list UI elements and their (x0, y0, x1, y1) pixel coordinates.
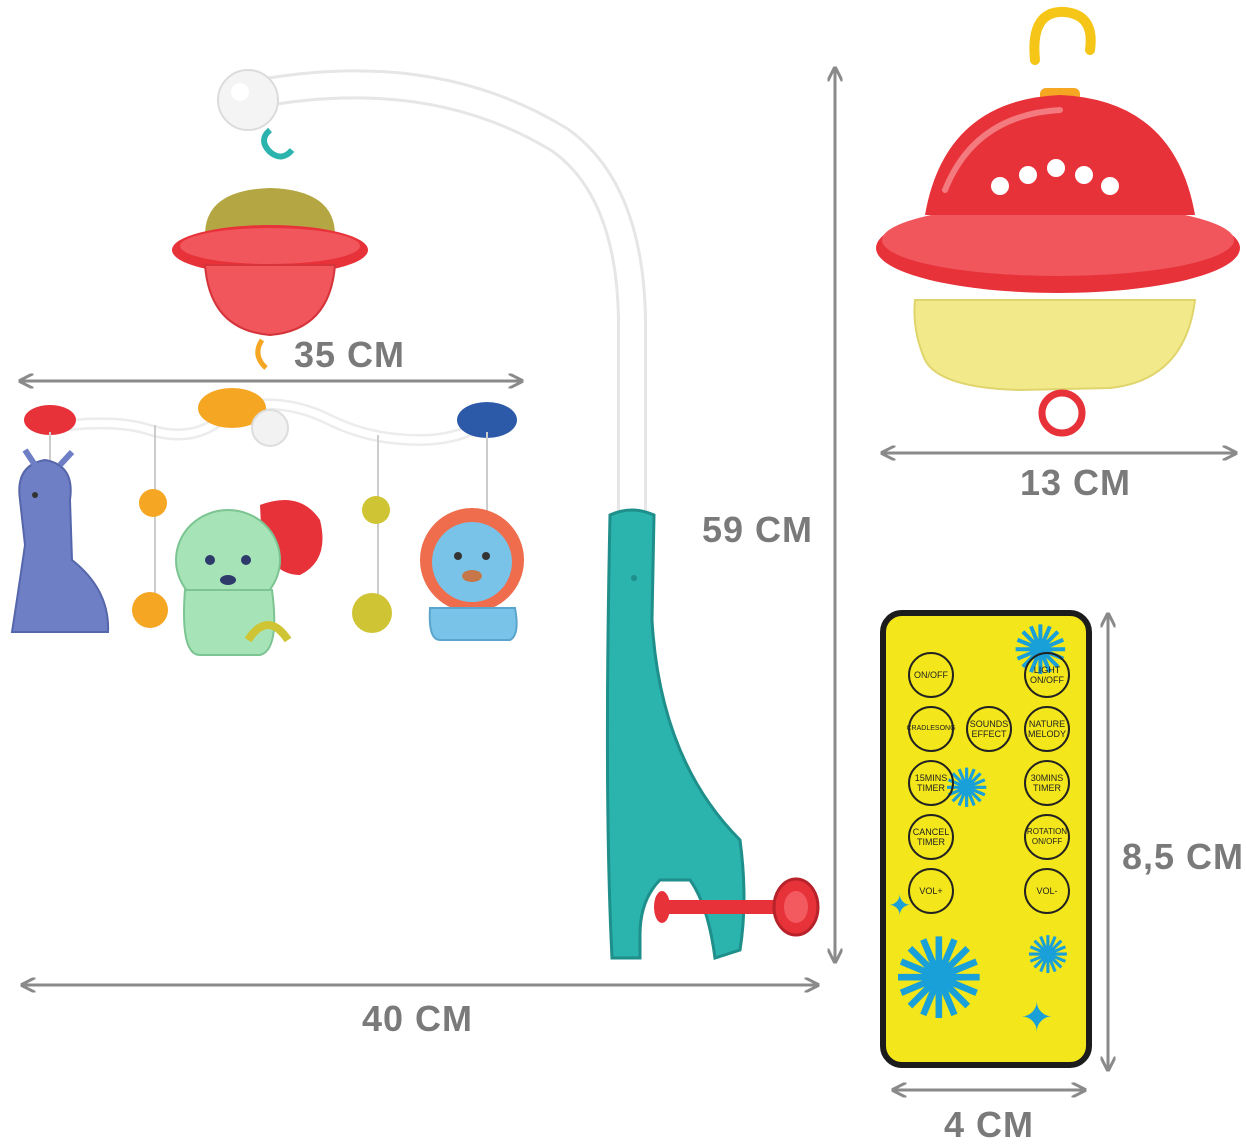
remote-button-light-on-off[interactable]: LIGHT ON/OFF (1024, 652, 1070, 698)
dimension-label-35cm: 35 CM (294, 334, 406, 375)
tiger-toy (175, 509, 292, 656)
flower-decoration-icon: ✺ (1026, 926, 1070, 986)
remote-button-15mins-timer[interactable]: 15MINS TIMER (908, 760, 954, 806)
lion-toy (420, 508, 524, 641)
mobile-music-box (172, 188, 368, 370)
dimension-label-4cm: 4 CM (944, 1104, 1035, 1145)
remote-button-vol-down[interactable]: VOL- (1024, 868, 1070, 914)
remote-control: ✺ ✺ ✺ ✺ ✦ ✦ ON/OFF LIGHT ON/OFF CRADLESO… (880, 610, 1092, 1068)
remote-button-rotation-on-off[interactable]: ROTATION ON/OFF (1024, 814, 1070, 860)
remote-button-vol-up[interactable]: VOL+ (908, 868, 954, 914)
crib-clamp (605, 508, 820, 960)
mobile-arm (217, 69, 647, 525)
dimension-label-8-5cm: 8,5 CM (1122, 836, 1245, 877)
dimension-label-13cm: 13 CM (1020, 462, 1132, 503)
remote-button-sounds-effect[interactable]: SOUNDS EFFECT (966, 706, 1012, 752)
music-box-device (876, 6, 1240, 437)
mobile-hanging-bar (24, 388, 517, 633)
remote-button-cancel-timer[interactable]: CANCEL TIMER (908, 814, 954, 860)
remote-button-cradlesong[interactable]: CRADLESONG (907, 706, 956, 752)
giraffe-toy (10, 448, 110, 633)
dimension-label-59cm: 59 CM (702, 509, 814, 550)
star-decoration-icon: ✦ (888, 889, 912, 922)
flower-decoration-icon: ✺ (892, 915, 986, 1045)
remote-button-nature-melody[interactable]: NATURE MELODY (1024, 706, 1070, 752)
dimension-label-40cm: 40 CM (362, 998, 474, 1039)
remote-button-on-off[interactable]: ON/OFF (908, 652, 954, 698)
remote-button-30mins-timer[interactable]: 30MINS TIMER (1024, 760, 1070, 806)
star-decoration-icon: ✦ (1020, 995, 1054, 1041)
